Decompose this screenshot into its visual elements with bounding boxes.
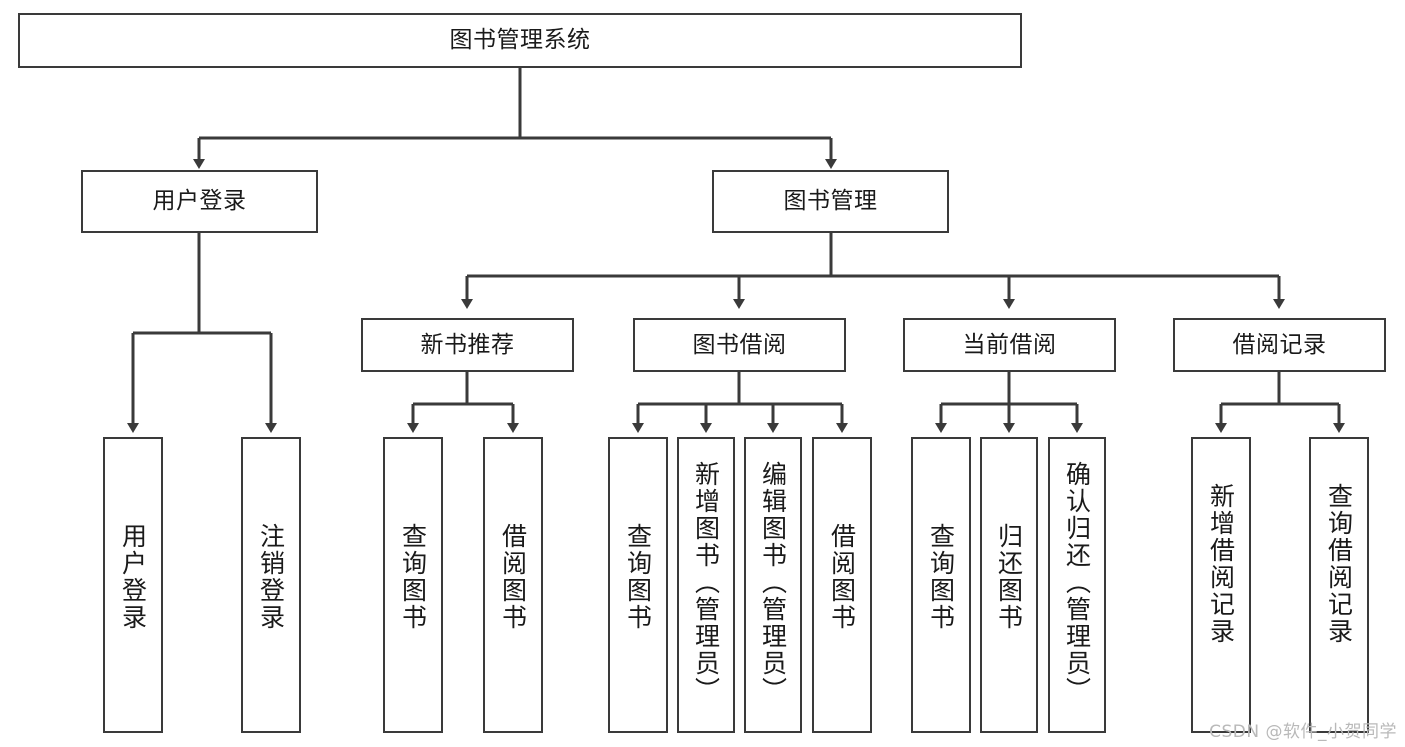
leaf-edit-book[interactable]: 编辑图书（管理员）	[744, 437, 802, 733]
node-label: 查询借阅记录	[1324, 483, 1354, 645]
node-label: 查询图书	[398, 523, 428, 631]
node-label: 用户登录	[152, 188, 247, 215]
node-user-login[interactable]: 用户登录	[81, 170, 318, 233]
watermark: CSDN @软件_小贺同学	[1209, 722, 1397, 742]
leaf-add-book[interactable]: 新增图书（管理员）	[677, 437, 735, 733]
node-label: 新增图书（管理员）	[691, 461, 721, 704]
node-current-borrow[interactable]: 当前借阅	[903, 318, 1116, 372]
leaf-add-record[interactable]: 新增借阅记录	[1191, 437, 1251, 733]
leaf-return-book[interactable]: 归还图书	[980, 437, 1038, 733]
node-label: 用户登录	[118, 523, 148, 631]
leaf-query-record[interactable]: 查询借阅记录	[1309, 437, 1369, 733]
node-label: 借阅图书	[827, 523, 857, 631]
node-book-management[interactable]: 图书管理	[712, 170, 949, 233]
leaf-query-book-2[interactable]: 查询图书	[608, 437, 668, 733]
node-label: 当前借阅	[962, 331, 1057, 358]
leaf-query-book-1[interactable]: 查询图书	[383, 437, 443, 733]
node-label: 新书推荐	[420, 331, 515, 358]
node-label: 编辑图书（管理员）	[758, 461, 788, 704]
node-label: 查询图书	[623, 523, 653, 631]
leaf-confirm-return[interactable]: 确认归还（管理员）	[1048, 437, 1106, 733]
leaf-query-book-3[interactable]: 查询图书	[911, 437, 971, 733]
node-label: 新增借阅记录	[1206, 483, 1236, 645]
node-label: 借阅记录	[1232, 331, 1327, 358]
node-label: 查询图书	[926, 523, 956, 631]
node-label: 借阅图书	[498, 523, 528, 631]
node-label: 图书管理	[783, 188, 878, 215]
leaf-logout-login[interactable]: 注销登录	[241, 437, 301, 733]
node-root-system[interactable]: 图书管理系统	[18, 13, 1022, 68]
node-label: 归还图书	[994, 523, 1024, 631]
leaf-user-login[interactable]: 用户登录	[103, 437, 163, 733]
node-label: 图书借阅	[692, 331, 787, 358]
leaf-borrow-book-1[interactable]: 借阅图书	[483, 437, 543, 733]
node-new-book-recommend[interactable]: 新书推荐	[361, 318, 574, 372]
node-label: 确认归还（管理员）	[1062, 461, 1092, 704]
leaf-borrow-book-2[interactable]: 借阅图书	[812, 437, 872, 733]
node-label: 注销登录	[256, 523, 286, 631]
node-book-borrow[interactable]: 图书借阅	[633, 318, 846, 372]
node-label: 图书管理系统	[449, 27, 591, 54]
node-borrow-record[interactable]: 借阅记录	[1173, 318, 1386, 372]
